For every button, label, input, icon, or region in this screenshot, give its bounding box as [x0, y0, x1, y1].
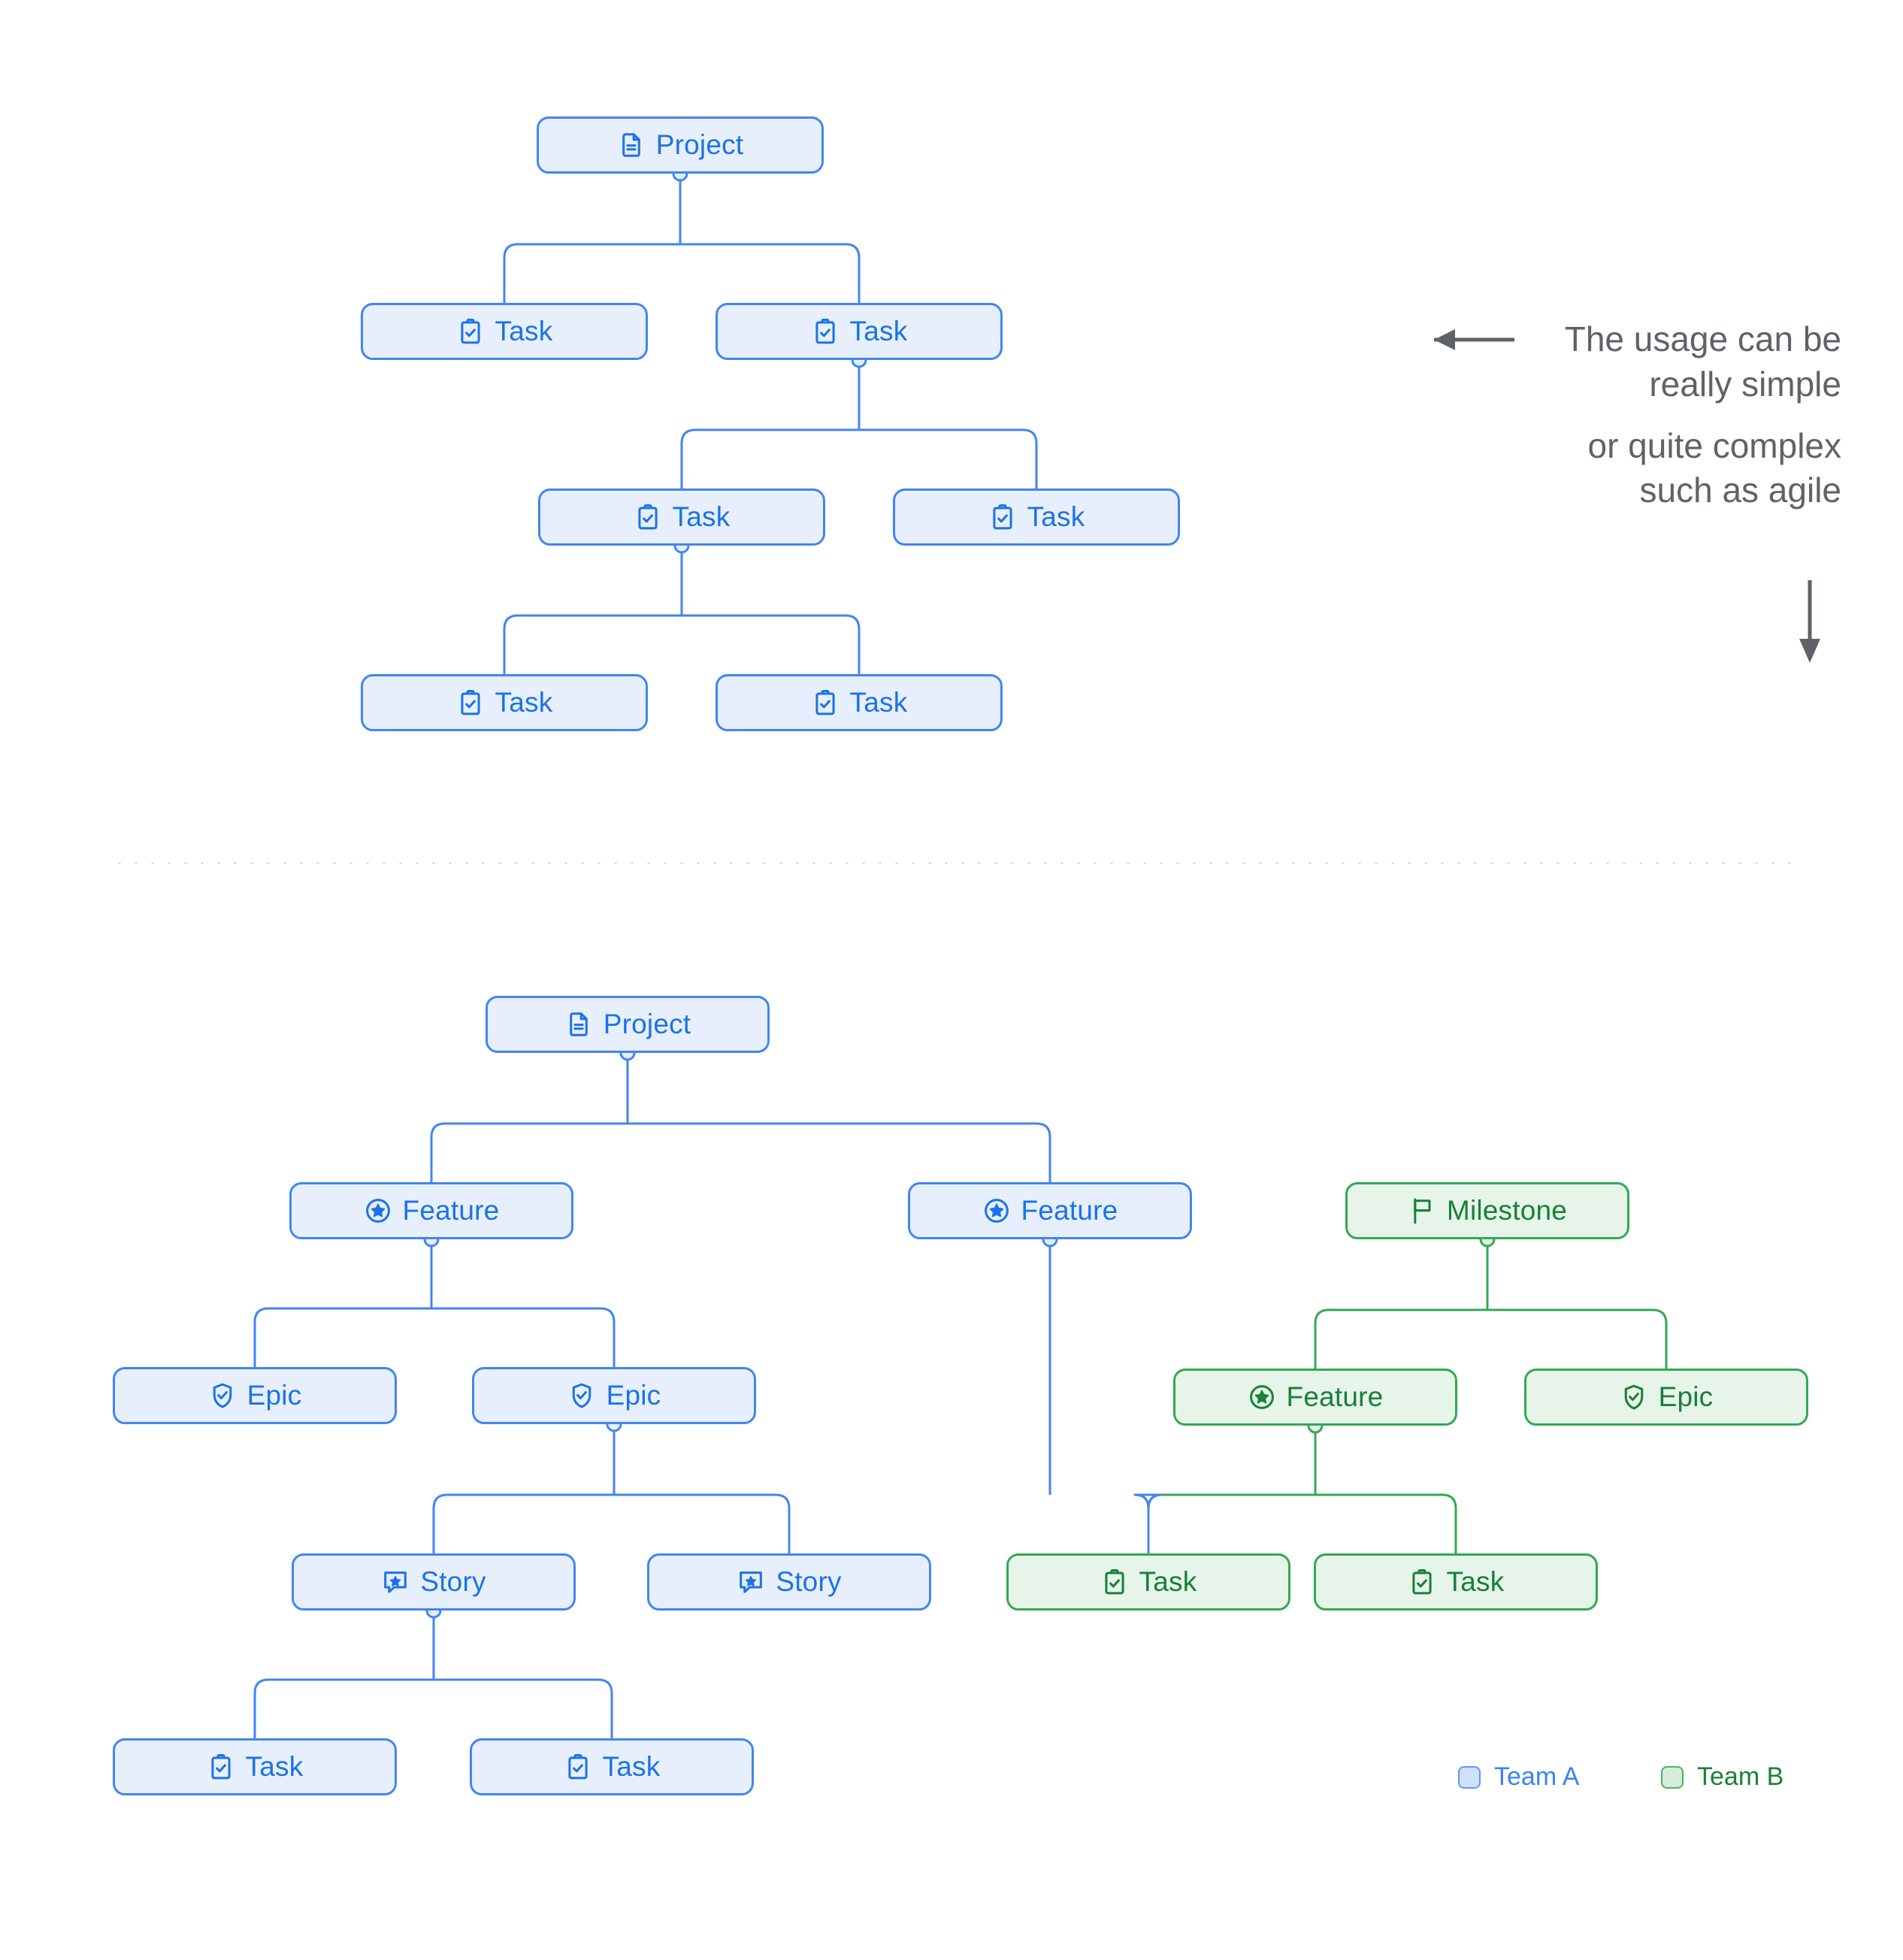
node-epic[interactable]: Epic [113, 1367, 397, 1424]
node-label: Milestone [1446, 1194, 1568, 1226]
node-feature[interactable]: Feature [908, 1182, 1192, 1239]
node-task[interactable]: Task [716, 303, 1003, 360]
node-task[interactable]: Task [361, 303, 648, 360]
clipboard-check-icon [456, 317, 485, 346]
star-circle-icon [364, 1196, 392, 1225]
node-label: Task [849, 315, 908, 346]
clipboard-check-icon [811, 317, 840, 346]
node-label: Feature [1286, 1381, 1384, 1412]
node-label: Epic [606, 1379, 661, 1411]
node-epic[interactable]: Epic [1524, 1369, 1808, 1426]
clipboard-check-icon [634, 503, 662, 531]
square-swatch-icon [1661, 1765, 1684, 1789]
node-story[interactable]: Story [647, 1553, 931, 1611]
connector-rail [680, 428, 1038, 488]
annotation-line-3: or quite complex [1587, 425, 1842, 465]
clipboard-check-icon [207, 1753, 235, 1781]
arrow-left-icon [1434, 329, 1514, 350]
connector-rail [253, 1307, 616, 1367]
node-label: Task [1139, 1565, 1197, 1597]
node-milestone[interactable]: Milestone [1345, 1182, 1629, 1239]
node-label: Feature [402, 1194, 500, 1226]
node-epic[interactable]: Epic [472, 1367, 756, 1424]
node-label: Story [776, 1565, 842, 1597]
annotation-line-4: such as agile [1639, 470, 1842, 510]
node-label: Story [420, 1565, 486, 1597]
legend-item-team-b[interactable]: Team B [1661, 1762, 1783, 1792]
clipboard-check-icon [456, 688, 485, 717]
star-circle-icon [982, 1196, 1011, 1225]
connector-rail [1133, 1493, 1163, 1553]
node-task[interactable]: Task [716, 674, 1003, 731]
arrow-down-icon [1799, 580, 1820, 663]
node-task[interactable]: Task [113, 1738, 397, 1795]
shield-check-icon [1620, 1383, 1648, 1411]
node-task[interactable]: Task [1314, 1553, 1598, 1611]
shield-check-icon [567, 1381, 596, 1410]
node-project[interactable]: Project [537, 116, 824, 174]
node-feature[interactable]: Feature [1173, 1369, 1457, 1426]
flag-icon [1408, 1196, 1436, 1225]
node-task[interactable]: Task [361, 674, 648, 731]
square-swatch-icon [1458, 1765, 1481, 1789]
connector-rail [1147, 1493, 1457, 1553]
node-project[interactable]: Project [486, 996, 770, 1053]
node-label: Task [849, 686, 908, 718]
node-label: Task [1027, 501, 1085, 532]
node-feature[interactable]: Feature [289, 1182, 573, 1239]
legend-item-team-a[interactable]: Team A [1458, 1762, 1579, 1792]
node-label: Task [602, 1750, 661, 1782]
document-icon [617, 131, 646, 159]
node-label: Task [495, 686, 553, 718]
star-circle-icon [1248, 1383, 1276, 1411]
node-task[interactable]: Task [538, 488, 825, 546]
node-task[interactable]: Task [1006, 1553, 1290, 1611]
node-label: Project [603, 1008, 691, 1039]
clipboard-check-icon [1408, 1568, 1436, 1596]
clipboard-check-icon [988, 503, 1017, 531]
annotation-arrows [1434, 329, 1820, 663]
section-divider [111, 861, 1793, 865]
node-label: Project [655, 129, 744, 160]
node-label: Task [495, 315, 553, 346]
annotation-line-1: The usage can be [1564, 319, 1841, 358]
annotation-line-2: really simple [1649, 364, 1841, 404]
comment-star-icon [737, 1568, 765, 1596]
node-label: Epic [247, 1379, 302, 1411]
legend-label-team-b: Team B [1697, 1762, 1784, 1791]
connector-rail [503, 614, 861, 674]
node-label: Task [672, 501, 731, 532]
node-label: Task [1446, 1565, 1505, 1597]
shield-check-icon [208, 1381, 237, 1410]
clipboard-check-icon [1100, 1568, 1129, 1596]
node-label: Feature [1021, 1194, 1118, 1226]
comment-star-icon [381, 1568, 410, 1596]
node-task[interactable]: Task [893, 488, 1180, 546]
connector-rail [432, 1493, 791, 1553]
connector-rail [430, 1122, 1051, 1182]
legend-label-team-a: Team A [1494, 1762, 1580, 1791]
clipboard-check-icon [811, 688, 840, 717]
connector-rail [253, 1678, 613, 1738]
connector-rail [503, 243, 861, 303]
document-icon [564, 1010, 593, 1039]
node-story[interactable]: Story [292, 1553, 576, 1611]
node-label: Task [245, 1750, 304, 1782]
node-task[interactable]: Task [470, 1738, 754, 1795]
node-label: Epic [1658, 1381, 1714, 1412]
annotation-text: The usage can be really simple or quite … [1503, 317, 1841, 513]
clipboard-check-icon [564, 1753, 592, 1781]
legend: Team A Team B [1458, 1762, 1841, 1807]
connector-rail [1314, 1308, 1668, 1369]
